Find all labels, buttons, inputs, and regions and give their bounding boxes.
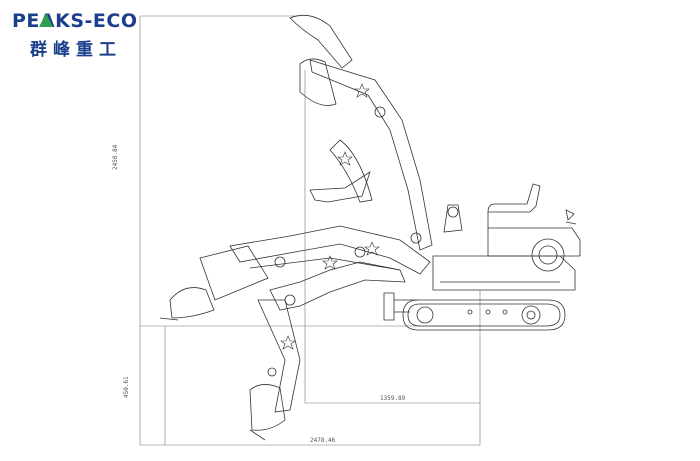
logo-triangle-icon — [39, 13, 53, 27]
arm-mid-reach — [159, 225, 431, 321]
arm-max-depth — [249, 261, 406, 441]
brand-logo: PEAKS-ECO 群峰重工 — [12, 10, 152, 60]
dimension-lines — [139, 15, 481, 446]
dim-max-dig-depth: 450.61 — [123, 376, 130, 398]
dim-max-dig-height: 2450.84 — [112, 144, 119, 170]
brand-name-cn: 群峰重工 — [30, 40, 122, 60]
excavator-body — [383, 183, 581, 331]
dim-dump-reach: 1359.89 — [380, 395, 406, 402]
dim-max-reach: 2478.46 — [310, 437, 336, 444]
arm-max-height — [289, 14, 433, 251]
hydraulic-markers — [280, 83, 380, 350]
